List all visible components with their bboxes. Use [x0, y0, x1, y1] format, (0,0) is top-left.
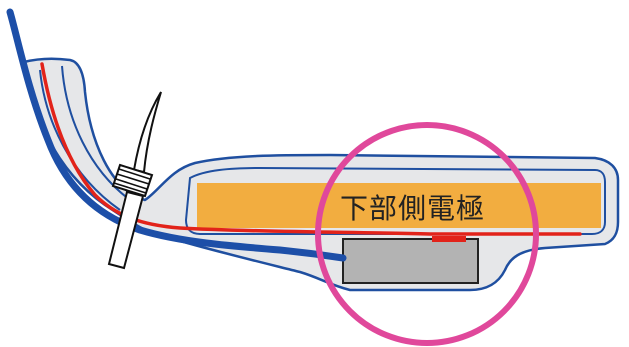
needle-blade [132, 91, 162, 174]
lower-electrode-label: 下部側電極 [340, 192, 486, 225]
arm-inner-edge [61, 65, 131, 201]
component-block [342, 238, 479, 284]
red-wire [40, 62, 582, 236]
highlight-circle [315, 122, 539, 346]
inner-chamber [184, 166, 606, 235]
contact-pad [432, 236, 466, 242]
arm-groove [39, 69, 121, 211]
needle-grip [111, 163, 154, 198]
